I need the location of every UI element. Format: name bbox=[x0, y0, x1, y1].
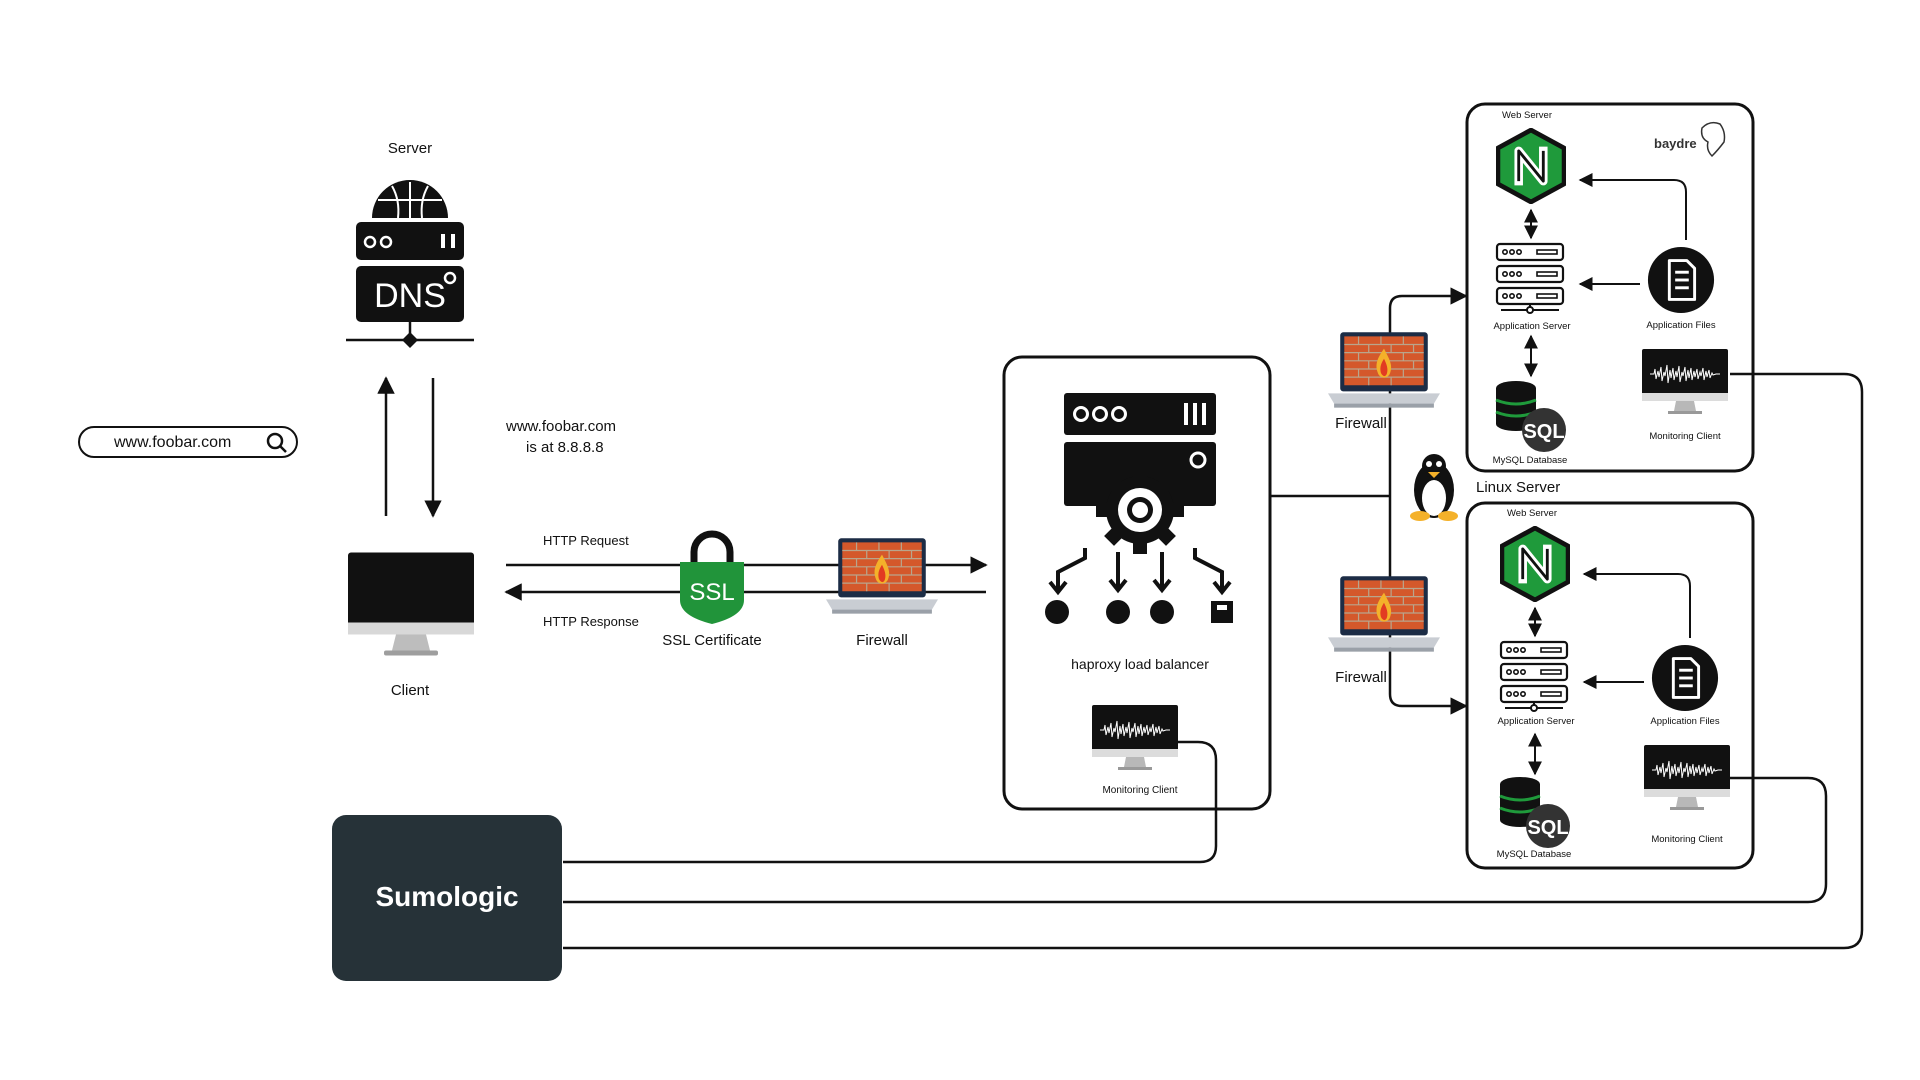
top-db-label: MySQL Database bbox=[1492, 455, 1568, 466]
bottom-app-files-icon bbox=[1650, 643, 1720, 713]
client-label: Client bbox=[390, 682, 430, 699]
dns-answer-line2: is at 8.8.8.8 bbox=[526, 439, 604, 456]
search-icon[interactable] bbox=[266, 432, 288, 454]
url-search-bar[interactable]: www.foobar.com bbox=[78, 426, 298, 458]
top-monitor-label: Monitoring Client bbox=[1649, 431, 1721, 442]
sumologic-label: Sumologic bbox=[375, 881, 519, 912]
ssl-lock-icon bbox=[680, 530, 744, 624]
linux-tux-icon bbox=[1410, 454, 1458, 521]
load-balancer-icon bbox=[1045, 393, 1233, 624]
top-web-server-title: Web Server bbox=[1502, 110, 1552, 121]
lb-monitor-label: Monitoring Client bbox=[1102, 785, 1178, 796]
firewall-top-icon bbox=[1328, 331, 1440, 409]
top-app-server-icon bbox=[1495, 242, 1565, 314]
bottom-sql-text: SQL bbox=[1527, 817, 1568, 839]
dns-server-title: Server bbox=[387, 140, 433, 157]
brand-logo-text: baydre bbox=[1654, 136, 1697, 151]
top-monitor-to-sumologic bbox=[563, 372, 1864, 950]
baydre-africa-icon bbox=[1700, 121, 1726, 158]
bottom-nginx-icon bbox=[1502, 528, 1568, 600]
bottom-app-server-icon bbox=[1499, 640, 1569, 712]
top-app-files-label: Application Files bbox=[1646, 320, 1716, 331]
firewall-bottom-label: Firewall bbox=[1335, 669, 1387, 686]
search-text: www.foobar.com bbox=[114, 434, 232, 451]
bottom-app-server-label: Application Server bbox=[1497, 716, 1575, 727]
firewall-left-icon bbox=[826, 537, 938, 615]
firewall-top-label: Firewall bbox=[1335, 415, 1387, 432]
sumologic-box: Sumologic bbox=[332, 815, 562, 981]
ssl-icon-text: SSL bbox=[689, 579, 734, 606]
ssl-certificate-label: SSL Certificate bbox=[662, 632, 762, 649]
bottom-sql-badge bbox=[1526, 804, 1570, 848]
bottom-app-files-label: Application Files bbox=[1650, 716, 1720, 727]
dns-answer-line1: www.foobar.com bbox=[506, 418, 617, 435]
dns-icon-text: DNS bbox=[374, 277, 446, 315]
top-sql-text: SQL bbox=[1523, 421, 1564, 443]
bottom-monitor-to-sumologic bbox=[563, 776, 1828, 904]
lb-monitor-to-sumologic bbox=[563, 740, 1218, 864]
route-to-top-server bbox=[1388, 287, 1468, 496]
top-files-to-nginx bbox=[1578, 173, 1687, 240]
firewall-left-label: Firewall bbox=[856, 632, 908, 649]
bottom-files-to-nginx bbox=[1582, 567, 1691, 638]
top-nginx-icon bbox=[1498, 130, 1564, 202]
firewall-bottom-icon bbox=[1328, 575, 1440, 653]
top-app-files-icon bbox=[1646, 245, 1716, 315]
bottom-web-server-title: Web Server bbox=[1507, 508, 1557, 519]
http-response-label: HTTP Response bbox=[543, 614, 639, 629]
load-balancer-label: haproxy load balancer bbox=[1071, 656, 1209, 672]
route-to-bottom-server bbox=[1388, 496, 1468, 715]
top-app-server-label: Application Server bbox=[1493, 321, 1571, 332]
dns-server-icon bbox=[346, 180, 474, 348]
bottom-db-label: MySQL Database bbox=[1496, 849, 1572, 860]
http-request-label: HTTP Request bbox=[543, 533, 629, 548]
linux-server-label: Linux Server bbox=[1476, 479, 1561, 496]
client-computer-icon bbox=[348, 552, 474, 656]
bottom-monitor-label: Monitoring Client bbox=[1651, 834, 1723, 845]
top-sql-badge bbox=[1522, 408, 1566, 452]
